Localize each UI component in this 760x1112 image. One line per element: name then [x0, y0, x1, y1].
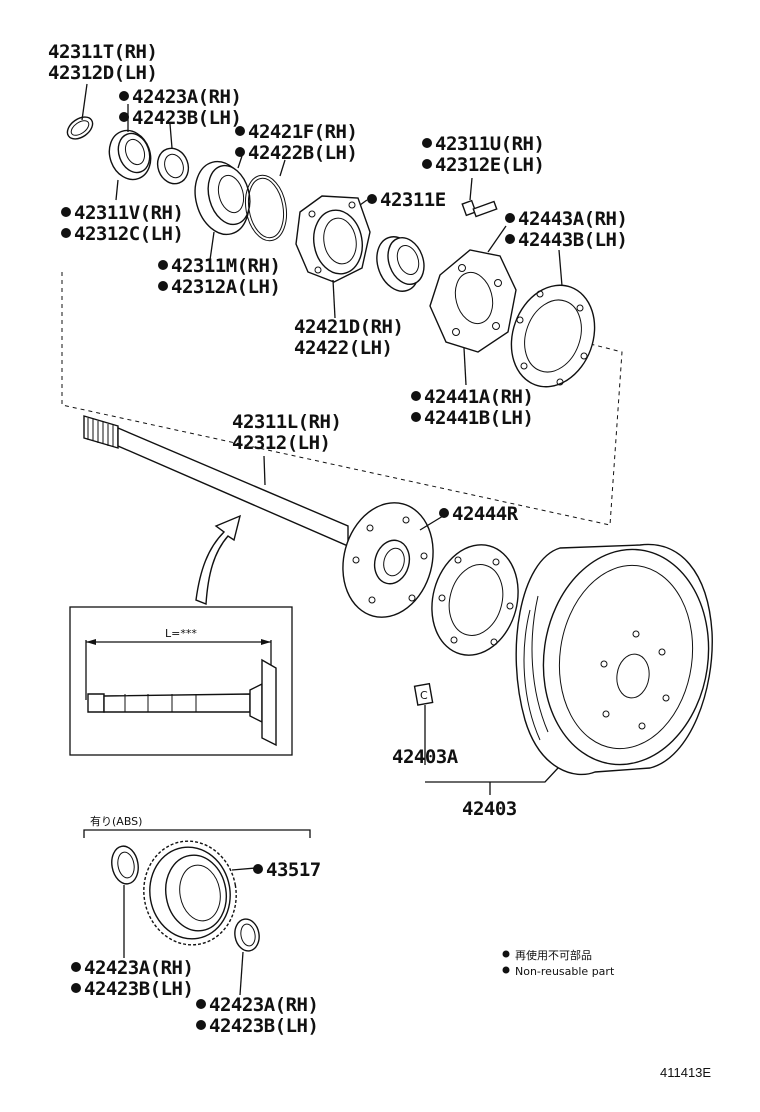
o-ring: [244, 174, 288, 242]
svg-text:42311E: 42311E: [380, 189, 446, 211]
legend: 再使用不可部品 Non-reusable part: [502, 948, 615, 978]
svg-text:Non-reusable part: Non-reusable part: [515, 965, 615, 978]
svg-text:42423A(RH): 42423A(RH): [209, 994, 318, 1016]
svg-text:42311T(RH): 42311T(RH): [48, 41, 157, 63]
svg-text:42312D(LH): 42312D(LH): [48, 62, 157, 84]
label-42311V: 42311V(RH) 42312C(LH): [61, 202, 184, 245]
axle-gasket: [431, 544, 519, 656]
label-42423A-abs-left: 42423A(RH) 42423B(LH): [71, 957, 194, 1000]
svg-text:42423B(LH): 42423B(LH): [84, 978, 193, 1000]
svg-text:42421D(RH): 42421D(RH): [294, 316, 403, 338]
svg-text:42422(LH): 42422(LH): [294, 337, 392, 359]
label-42441A: 42441A(RH) 42441B(LH): [411, 386, 534, 429]
svg-text:42444R: 42444R: [452, 503, 519, 525]
label-42423A-abs-right: 42423A(RH) 42423B(LH): [196, 994, 319, 1037]
inset-pointer-arrow: [195, 514, 242, 606]
svg-text:42443B(LH): 42443B(LH): [518, 229, 627, 251]
label-42421F: 42421F(RH) 42422B(LH): [235, 121, 358, 164]
svg-text:42312C(LH): 42312C(LH): [74, 223, 183, 245]
label-42421D: 42421D(RH) 42422(LH): [294, 316, 404, 359]
label-42443A: 42443A(RH) 42443B(LH): [505, 208, 628, 251]
svg-text:42312(LH): 42312(LH): [232, 432, 330, 454]
svg-text:C: C: [420, 689, 428, 702]
abs-sensor-rotor: [143, 840, 237, 946]
label-42423A-top: 42423A(RH) 42423B(LH): [119, 86, 242, 129]
oil-seal: [108, 129, 152, 181]
bearing-ring: [156, 147, 190, 185]
svg-text:42422B(LH): 42422B(LH): [248, 142, 357, 164]
svg-text:42312E(LH): 42312E(LH): [435, 154, 544, 176]
label-42403: 42403: [462, 798, 517, 820]
abs-group-bracket: [83, 829, 311, 838]
svg-text:42441B(LH): 42441B(LH): [424, 407, 533, 429]
svg-text:42421F(RH): 42421F(RH): [248, 121, 357, 143]
drawing-code: 411413E: [660, 1065, 711, 1080]
shaft-length-inset: [69, 606, 293, 756]
svg-text:42311M(RH): 42311M(RH): [171, 255, 280, 277]
svg-text:42312A(LH): 42312A(LH): [171, 276, 280, 298]
inset-dimension-label: L=***: [165, 627, 197, 640]
svg-text:42311V(RH): 42311V(RH): [74, 202, 183, 224]
abs-bearing-ring-right: [234, 918, 260, 952]
svg-text:42403A: 42403A: [392, 746, 459, 768]
label-42311M: 42311M(RH) 42312A(LH): [158, 255, 281, 298]
label-42444R: 42444R: [439, 503, 519, 525]
svg-text:43517: 43517: [266, 859, 321, 881]
svg-text:42403: 42403: [462, 798, 517, 820]
label-42311U: 42311U(RH) 42312E(LH): [422, 133, 545, 176]
backing-flange: [429, 249, 517, 353]
svg-text:42311L(RH): 42311L(RH): [232, 411, 341, 433]
brake-drum: [515, 543, 713, 776]
assembly-envelope: [61, 272, 623, 526]
svg-text:再使用不可部品: 再使用不可部品: [515, 948, 592, 962]
svg-text:42443A(RH): 42443A(RH): [518, 208, 627, 230]
flange-gasket: [510, 284, 596, 388]
axle-bearing: [194, 160, 251, 236]
axle-shaft: [83, 415, 434, 618]
svg-text:42441A(RH): 42441A(RH): [424, 386, 533, 408]
label-42311T: 42311T(RH) 42312D(LH): [48, 41, 158, 84]
svg-text:42423B(LH): 42423B(LH): [209, 1015, 318, 1037]
label-42403A: 42403A: [392, 746, 459, 768]
svg-text:42423A(RH): 42423A(RH): [84, 957, 193, 979]
hub-bolt: [461, 199, 498, 218]
abs-bearing-ring-left: [111, 845, 139, 885]
abs-group-label: 有り(ABS): [90, 814, 142, 828]
drum-plug: C: [413, 682, 434, 706]
label-43517: 43517: [253, 859, 321, 881]
svg-text:42423A(RH): 42423A(RH): [132, 86, 241, 108]
label-42311L: 42311L(RH) 42312(LH): [232, 411, 342, 454]
inner-bearing: [376, 236, 425, 292]
bearing-retainer: [295, 195, 371, 283]
snap-ring: [66, 116, 94, 140]
svg-text:42311U(RH): 42311U(RH): [435, 133, 544, 155]
label-42311E: 42311E: [367, 189, 446, 211]
svg-text:42423B(LH): 42423B(LH): [132, 107, 241, 129]
